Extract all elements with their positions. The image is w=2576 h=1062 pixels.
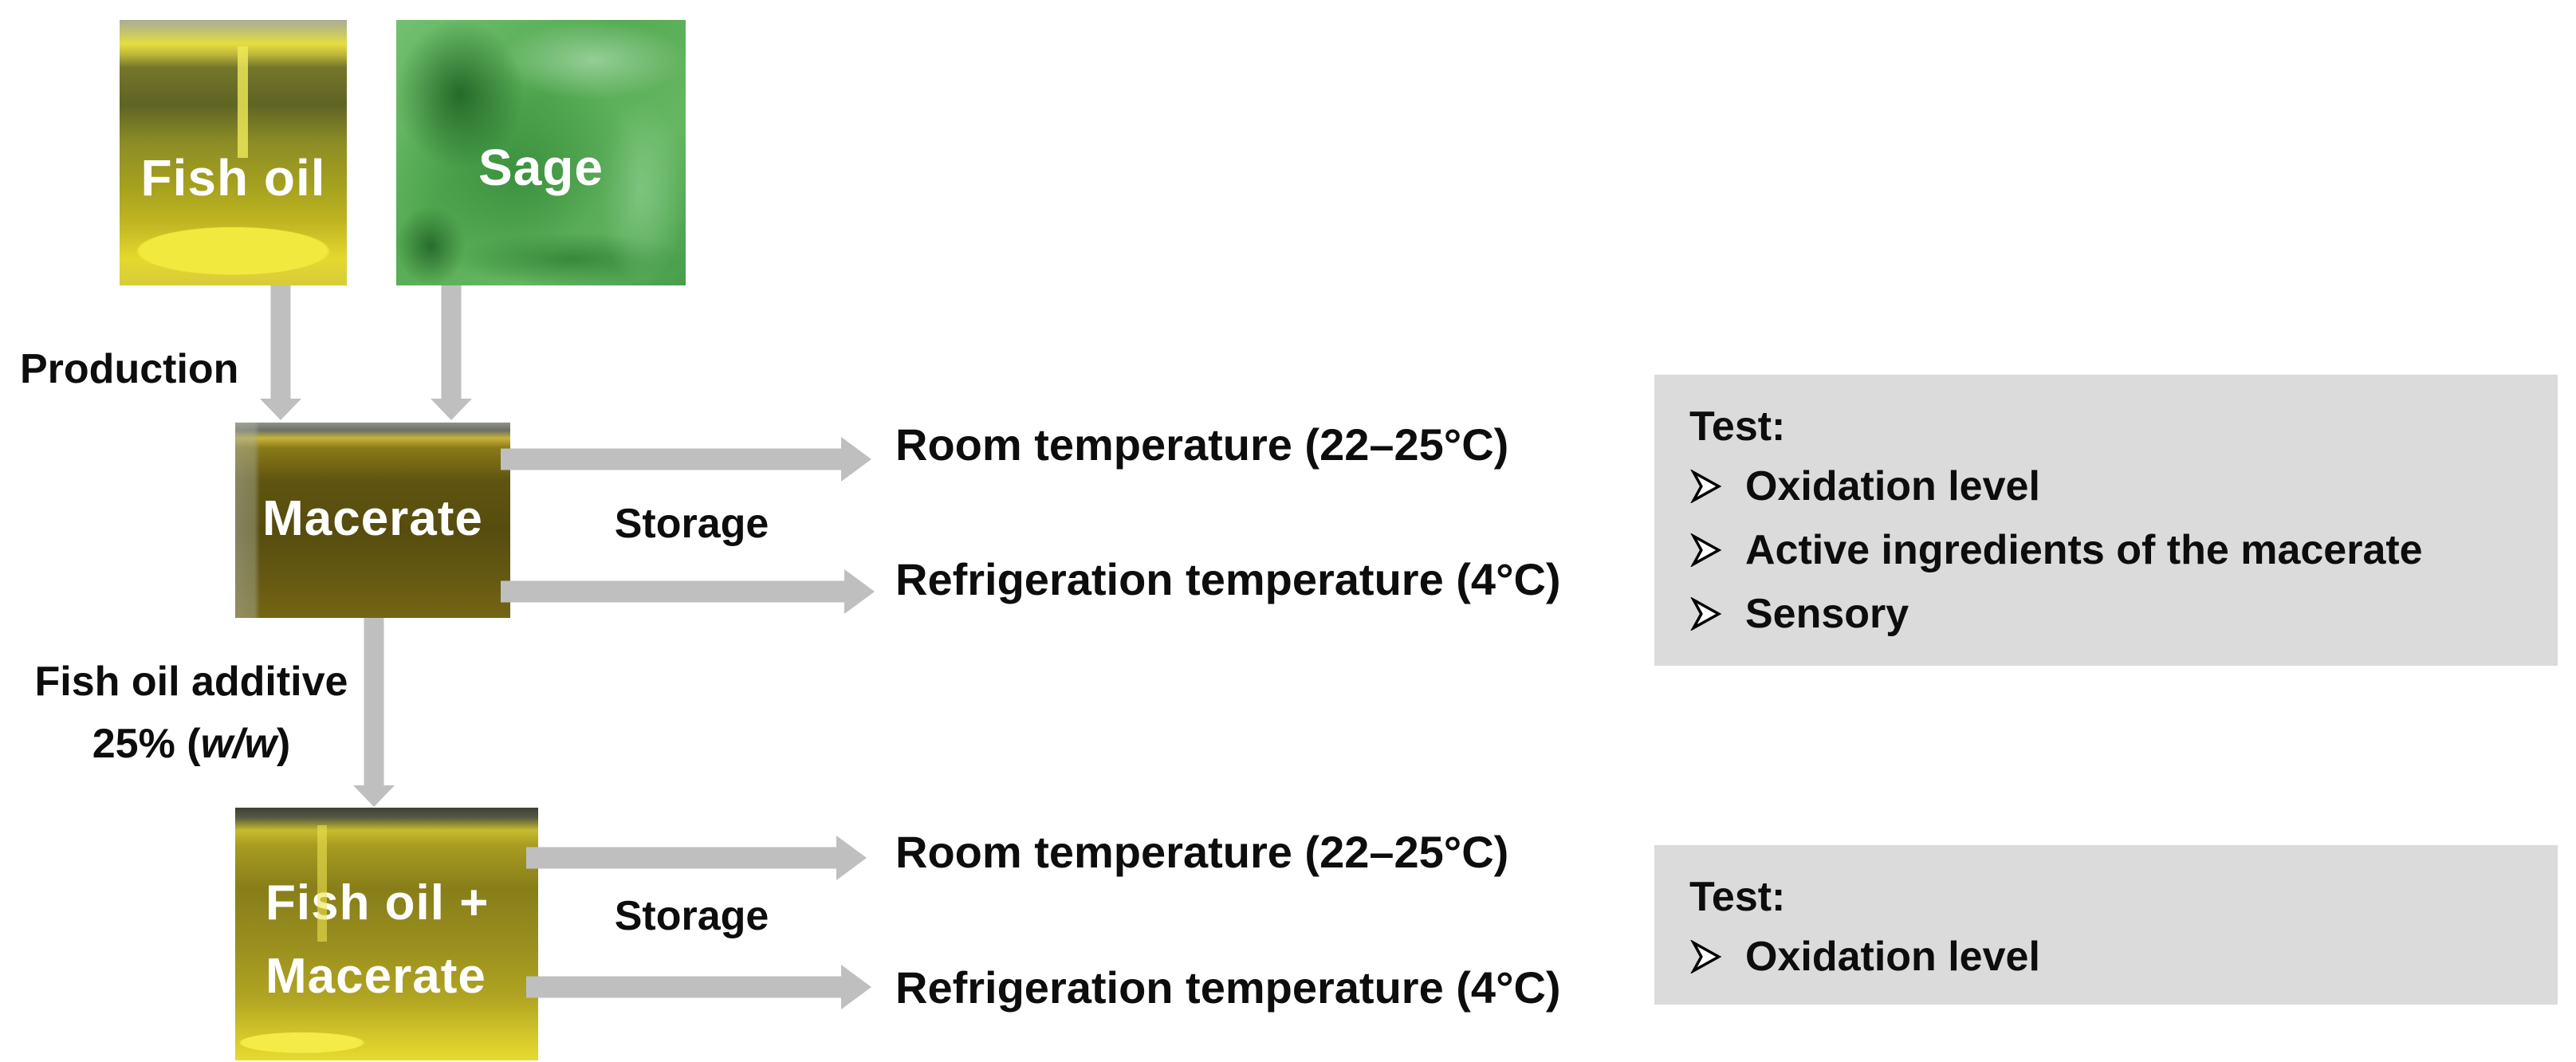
arrow-head-right-icon xyxy=(836,836,867,880)
arrow-head-down-icon xyxy=(353,785,395,807)
arrowhead-bullet-icon xyxy=(1690,533,1722,567)
macerate-photo: Macerate xyxy=(235,423,510,618)
test-item-label: Oxidation level xyxy=(1745,463,2040,509)
arrow-head-right-icon xyxy=(841,437,871,482)
sage-photo-label: Sage xyxy=(478,139,604,196)
arrow-head-down-icon xyxy=(431,399,472,420)
test-item-label: Oxidation level xyxy=(1745,934,2040,980)
arrow-macerate-to-mixture xyxy=(353,618,395,807)
test-box-title: Test: xyxy=(1689,874,1786,920)
sage-photo: Sage xyxy=(396,20,686,285)
w-w-ratio: w/w xyxy=(200,721,277,767)
test-item: Sensory xyxy=(1689,582,2558,646)
arrow-head-down-icon xyxy=(260,399,301,420)
arrow-shaft xyxy=(441,285,462,399)
test-box-mixture: Test: Oxidation level xyxy=(1654,845,2558,1005)
arrow-shaft xyxy=(526,976,844,998)
arrowhead-bullet-icon xyxy=(1690,940,1722,974)
arrow-head-right-icon xyxy=(841,965,871,1009)
arrowhead-bullet-icon xyxy=(1690,470,1722,503)
test-item: Active ingredients of the macerate xyxy=(1689,518,2558,582)
refrigeration-temperature-label-bottom: Refrigeration temperature (4°C) xyxy=(895,962,1561,1013)
arrow-shaft xyxy=(501,448,844,470)
fish-oil-additive-line2: 25% (w/w) xyxy=(92,721,291,767)
test-box-macerate: Test: Oxidation level Active ingredients… xyxy=(1654,375,2558,666)
macerate-photo-label: Macerate xyxy=(262,491,483,546)
arrow-shaft xyxy=(364,618,384,786)
room-temperature-label-bottom: Room temperature (22–25°C) xyxy=(895,827,1509,877)
production-label: Production xyxy=(20,346,239,392)
fish-oil-macerate-photo: Fish oil + Macerate xyxy=(235,808,538,1060)
label-line-2: Macerate xyxy=(265,949,486,1004)
storage-label-top: Storage xyxy=(614,501,769,547)
arrow-sage-to-macerate xyxy=(431,285,472,420)
arrow-shaft xyxy=(526,847,840,869)
fish-oil-additive-label: Fish oil additive 25% (w/w) xyxy=(8,651,375,775)
test-item: Oxidation level xyxy=(1689,925,2558,989)
arrow-fish-oil-to-macerate xyxy=(260,285,301,420)
fish-oil-photo-label: Fish oil xyxy=(140,149,326,206)
arrow-mixture-to-refrigeration xyxy=(526,965,871,1009)
arrow-shaft xyxy=(270,285,291,399)
arrow-mixture-to-room-temp xyxy=(526,836,867,880)
arrow-shaft xyxy=(501,580,848,603)
fish-oil-photo: Fish oil xyxy=(120,20,347,285)
refrigeration-temperature-label-top: Refrigeration temperature (4°C) xyxy=(895,554,1561,604)
arrow-macerate-to-refrigeration xyxy=(501,569,875,614)
room-temperature-label-top: Room temperature (22–25°C) xyxy=(895,419,1509,470)
test-box-title: Test: xyxy=(1689,403,1786,450)
test-item: Oxidation level xyxy=(1689,454,2558,518)
arrow-head-right-icon xyxy=(844,569,875,614)
arrow-macerate-to-room-temp xyxy=(501,437,871,482)
label-line-1: Fish oil + xyxy=(265,875,490,930)
arrowhead-bullet-icon xyxy=(1690,597,1722,631)
fish-oil-additive-line1: Fish oil additive xyxy=(34,659,348,705)
test-item-label: Active ingredients of the macerate xyxy=(1745,527,2423,573)
fish-oil-macerate-photo-label: Fish oil + Macerate xyxy=(265,867,489,1013)
storage-label-bottom: Storage xyxy=(614,893,769,939)
test-item-label: Sensory xyxy=(1745,591,1909,637)
